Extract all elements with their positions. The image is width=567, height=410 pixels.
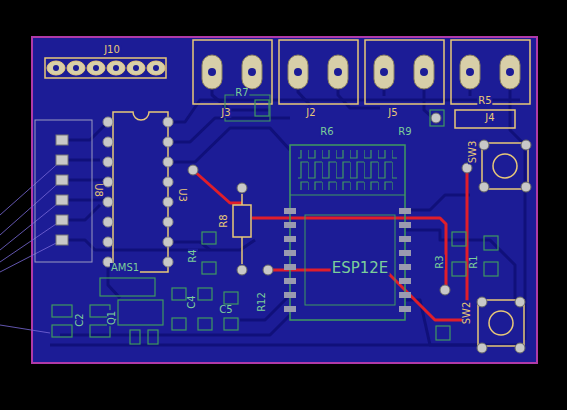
part-label: R7 — [234, 88, 249, 98]
part-label: J5 — [387, 108, 398, 118]
part-label: Q1 — [107, 310, 117, 326]
ratsnest-lines — [0, 160, 62, 333]
j10-header — [45, 58, 166, 78]
resistor-r8 — [233, 194, 251, 264]
top-traces — [193, 168, 468, 320]
part-label: AMS1 — [110, 263, 140, 273]
part-label: J4 — [484, 113, 495, 123]
part-label: C5 — [218, 305, 233, 315]
silk-outline — [225, 95, 270, 121]
part-label: R5 — [477, 96, 492, 106]
part-label: U3 — [177, 187, 187, 203]
resistor-outline — [455, 110, 515, 128]
terminal-blocks — [193, 40, 530, 104]
part-label: ESP12E — [331, 261, 390, 276]
part-label: J3 — [220, 108, 231, 118]
part-label: R12 — [257, 291, 267, 313]
part-label: C4 — [187, 294, 197, 309]
part-label: U8 — [93, 182, 103, 198]
part-label: R6 — [319, 127, 334, 137]
part-label: C2 — [75, 312, 85, 327]
part-label: R9 — [397, 127, 412, 137]
dip-ic-outline — [113, 112, 168, 272]
part-label: R8 — [219, 213, 229, 228]
part-label: SW2 — [462, 301, 472, 326]
part-label: J2 — [305, 108, 316, 118]
switches — [478, 143, 528, 346]
esp-module — [290, 145, 405, 320]
part-label: R4 — [188, 248, 198, 263]
bottom-traces — [50, 72, 525, 345]
smd-footprints — [52, 100, 498, 344]
part-label: R1 — [469, 254, 479, 269]
part-label: SW3 — [468, 140, 478, 165]
part-label: J10 — [103, 45, 121, 55]
pads — [47, 55, 531, 353]
part-label: R3 — [435, 254, 445, 269]
connector-outline — [35, 120, 92, 262]
board-outline — [32, 37, 537, 363]
